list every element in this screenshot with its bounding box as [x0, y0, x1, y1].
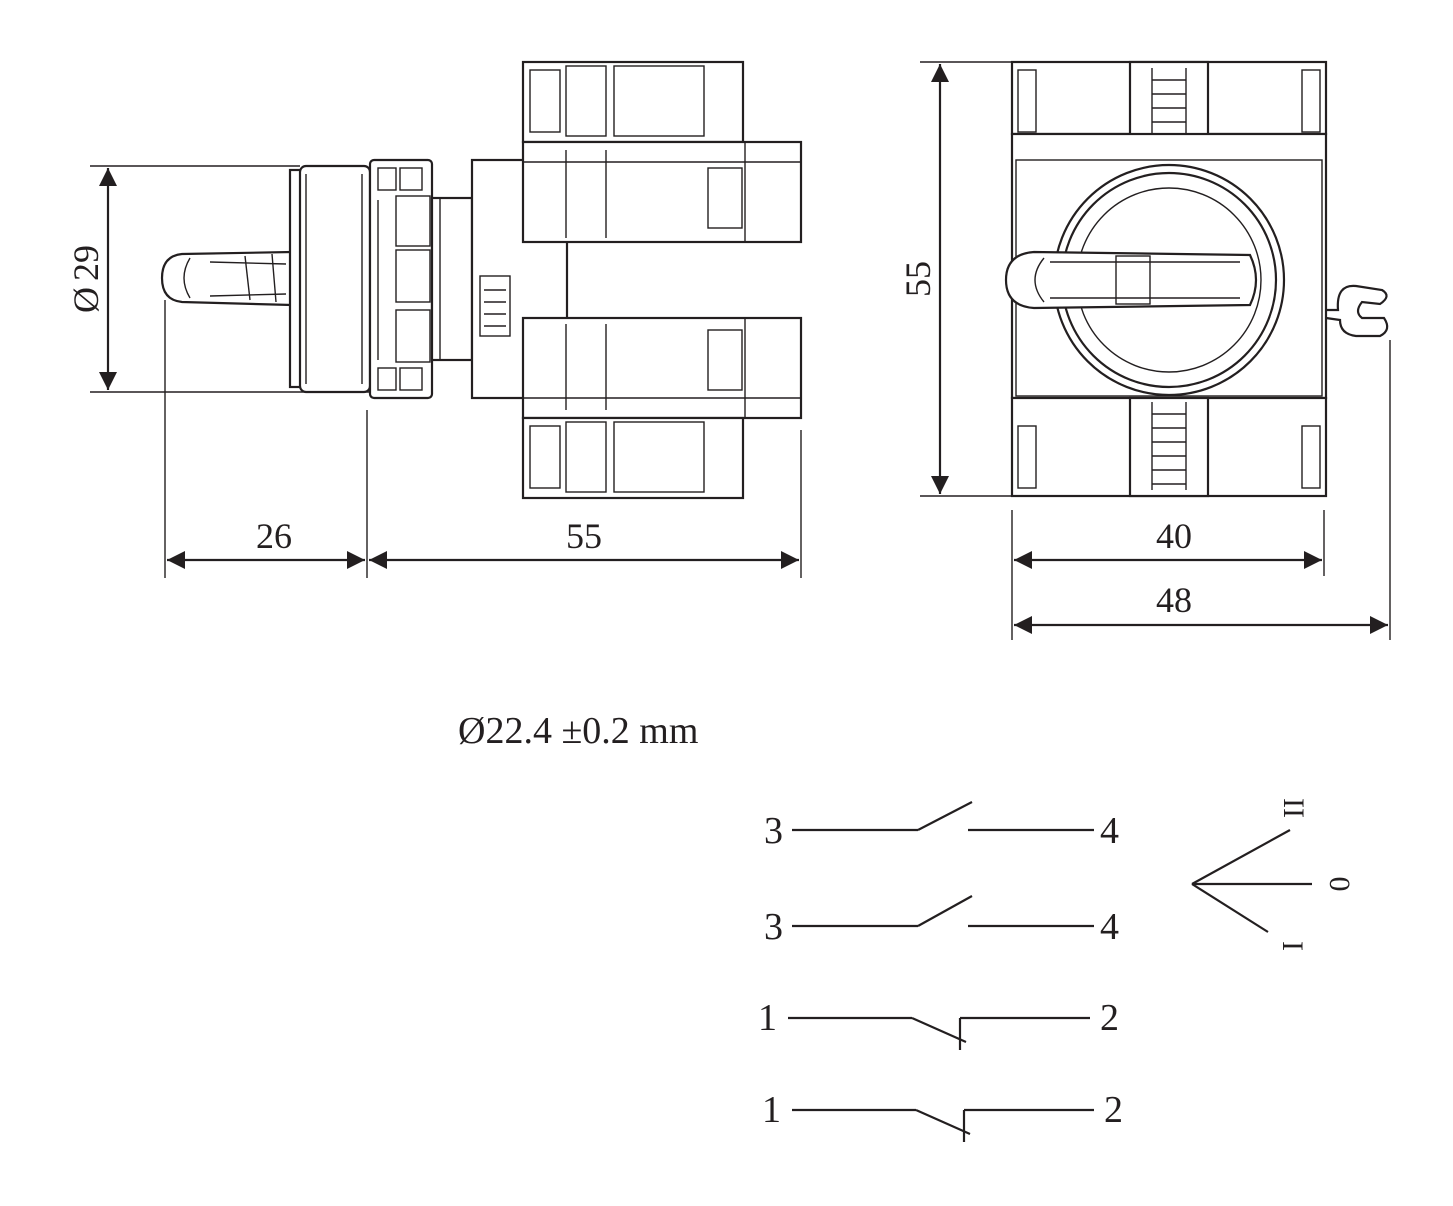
- height-label: 55: [898, 261, 938, 297]
- front-view-dimensions: 55 40 48: [898, 61, 1391, 640]
- terminal-right: 4: [1100, 810, 1119, 852]
- position-0: 0: [1323, 877, 1356, 892]
- contact-no-1: 3 4: [764, 801, 1119, 852]
- overall-width-label: 48: [1156, 580, 1192, 620]
- position-I: I: [1276, 941, 1309, 951]
- lower-ribs: [1151, 402, 1187, 490]
- terminal-right: 2: [1100, 997, 1119, 1039]
- position-indicator: I 0 II: [1191, 798, 1356, 951]
- contact-diagram: 3 4 3 4 1 2 1 2: [758, 798, 1356, 1142]
- side-view: [160, 60, 803, 500]
- contact-nc-1: 1 2: [758, 997, 1119, 1050]
- diameter-label: Ø29: [66, 245, 106, 313]
- nut-teeth: [377, 167, 431, 391]
- terminal-left: 1: [762, 1089, 781, 1131]
- mounting-hole-note: Ø22.4 ±0.2 mm: [458, 710, 698, 752]
- terminal-right: 2: [1104, 1089, 1123, 1131]
- contact-no-2: 3 4: [764, 895, 1119, 948]
- terminal-left: 3: [764, 810, 783, 852]
- terminal-left: 1: [758, 997, 777, 1039]
- side-view-dimensions: Ø29 26 55: [66, 165, 802, 578]
- terminal-right: 4: [1100, 906, 1119, 948]
- position-II: II: [1277, 798, 1310, 818]
- contact-nc-2: 1 2: [762, 1089, 1123, 1142]
- inner-width-label: 40: [1156, 516, 1192, 556]
- front-view: [1004, 60, 1389, 498]
- terminal-left: 3: [764, 906, 783, 948]
- actuator-length-label: 26: [256, 516, 292, 556]
- body-depth-label: 55: [566, 516, 602, 556]
